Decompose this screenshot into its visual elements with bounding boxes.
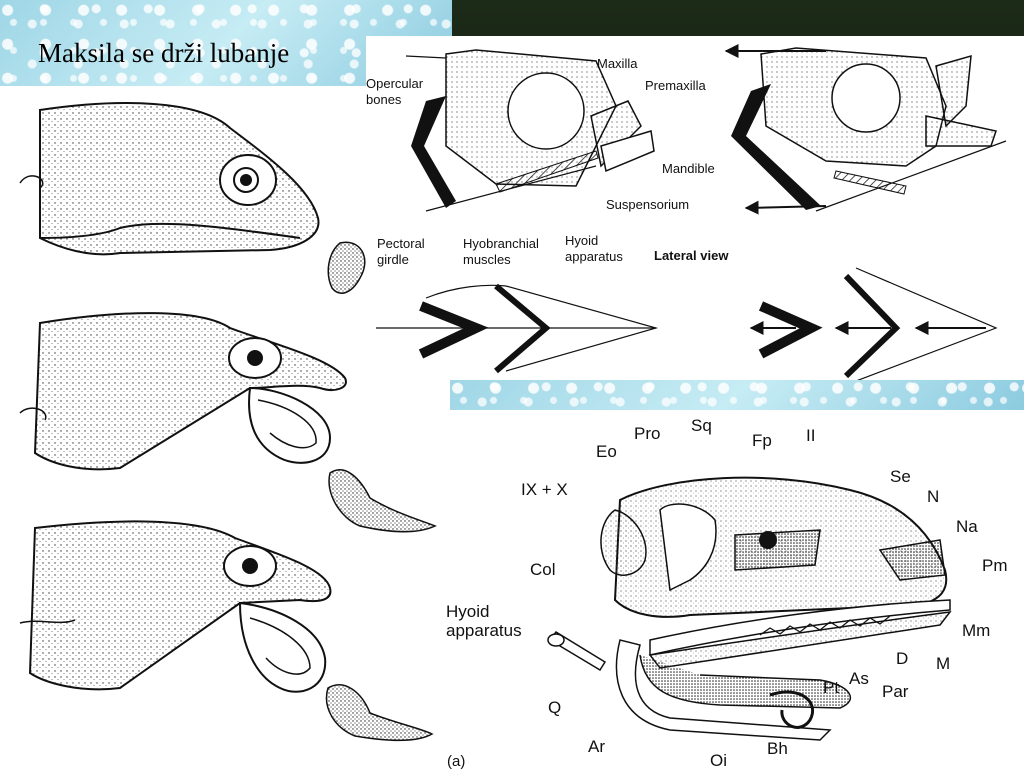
fish-ventral-view-expanded [749,267,998,380]
label-col: Col [530,560,556,579]
mealworm-prey-3 [325,684,434,742]
label-pro: Pro [634,424,661,443]
label-eo: Eo [596,442,617,461]
label-mandible: Mandible [662,161,715,176]
label-hyobranchial-muscles: Hyobranchial muscles [463,236,539,267]
salamander-skull-diagram [547,476,952,741]
label-lateral-view: Lateral view [654,248,729,263]
label-sq: Sq [691,416,712,435]
label-ii: II [806,426,816,445]
salamander-head-tongue-extending [19,312,347,471]
label-pt: Pt [823,678,840,697]
label-n: N [927,487,940,506]
label-as: As [849,669,869,688]
label-fp: Fp [752,431,772,450]
figure-marker-a: (a) [447,753,466,770]
fish-jaw-diagram [376,44,1007,380]
label-se: Se [890,467,911,486]
label-ar: Ar [588,737,605,756]
label-oi: Oi [710,751,727,770]
label-bh: Bh [767,739,788,758]
slide-title: Maksila se drži lubanje [38,38,290,68]
label-na: Na [956,517,978,536]
label-hyoid-apparatus-skull: Hyoid apparatus [446,602,522,640]
label-q: Q [548,698,562,717]
label-mm: Mm [962,621,991,640]
label-d: D [896,649,909,668]
label-m: M [936,654,951,673]
mealworm-prey-2 [328,469,437,533]
water-drops-background-strip [450,378,1024,410]
label-par: Par [882,682,909,701]
label-maxilla: Maxilla [597,56,638,71]
label-ix-x: IX + X [521,480,568,499]
mealworm-prey-1 [327,241,366,294]
label-premaxilla: Premaxilla [645,78,706,93]
salamander-head-tongue-capture [19,520,332,693]
salamander-head-closed-mouth [19,102,320,256]
fish-ventral-view-closed [376,283,659,374]
salamander-feeding-illustration [19,102,437,742]
label-suspensorium: Suspensorium [606,197,690,212]
label-hyoid-apparatus-fish: Hyoid apparatus [565,233,623,264]
label-opercular-bones: Opercular bones [366,76,424,107]
label-pectoral-girdle: Pectoral girdle [377,236,425,267]
fish-skull-closed [405,49,655,212]
fish-skull-expanded [724,44,1007,215]
label-pm: Pm [982,556,1008,575]
